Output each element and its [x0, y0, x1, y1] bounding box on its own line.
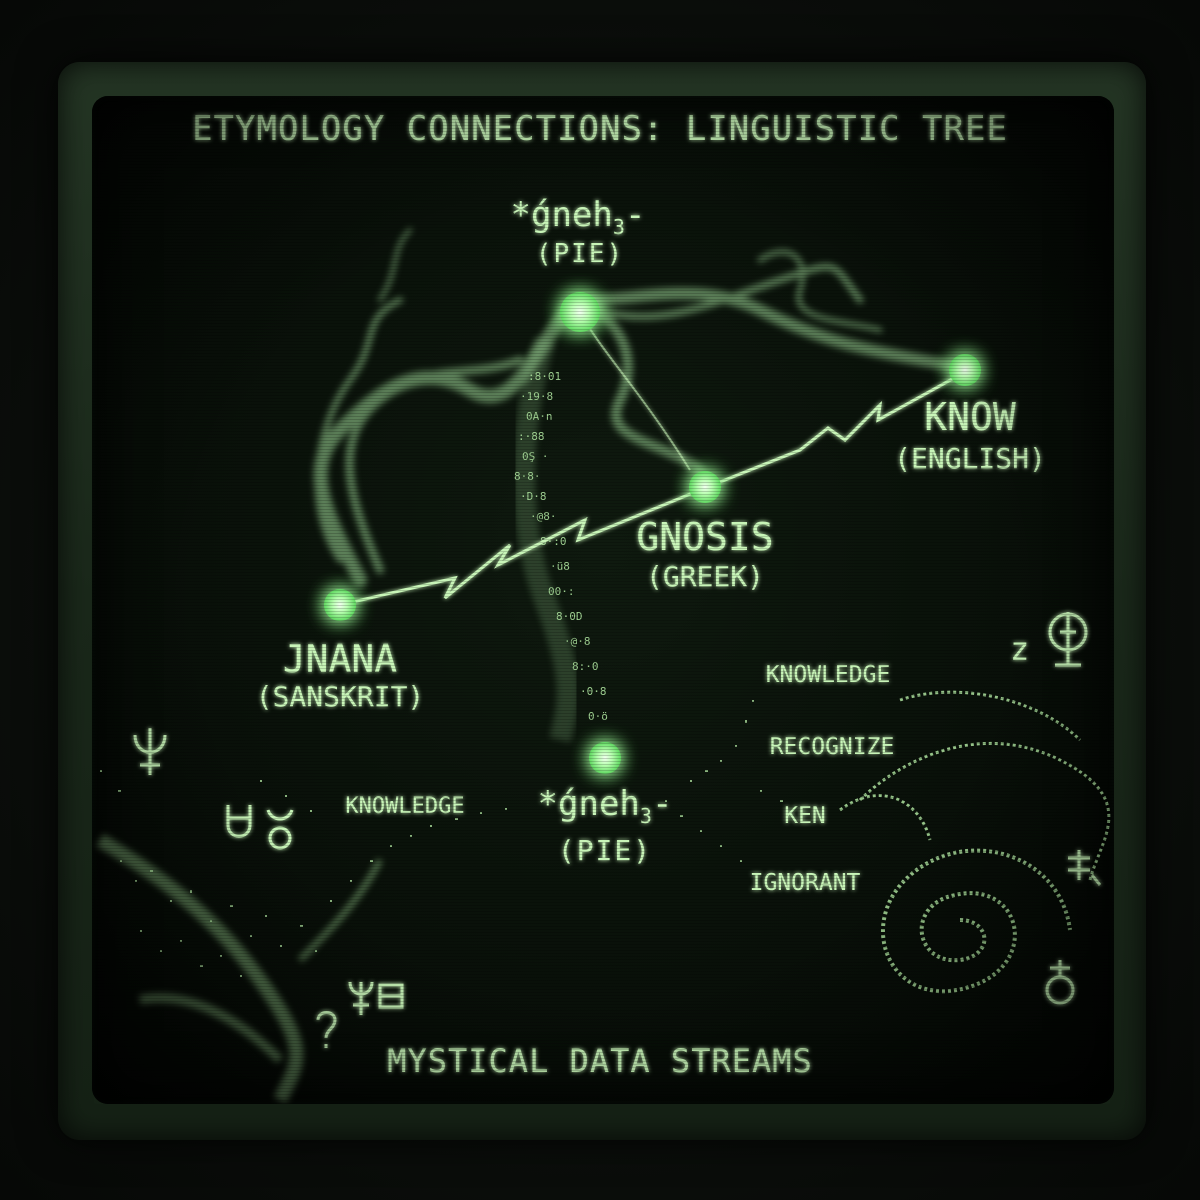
screen-overlay [92, 96, 1114, 1104]
scanlines [92, 96, 1114, 1104]
vignette [92, 96, 1114, 1104]
